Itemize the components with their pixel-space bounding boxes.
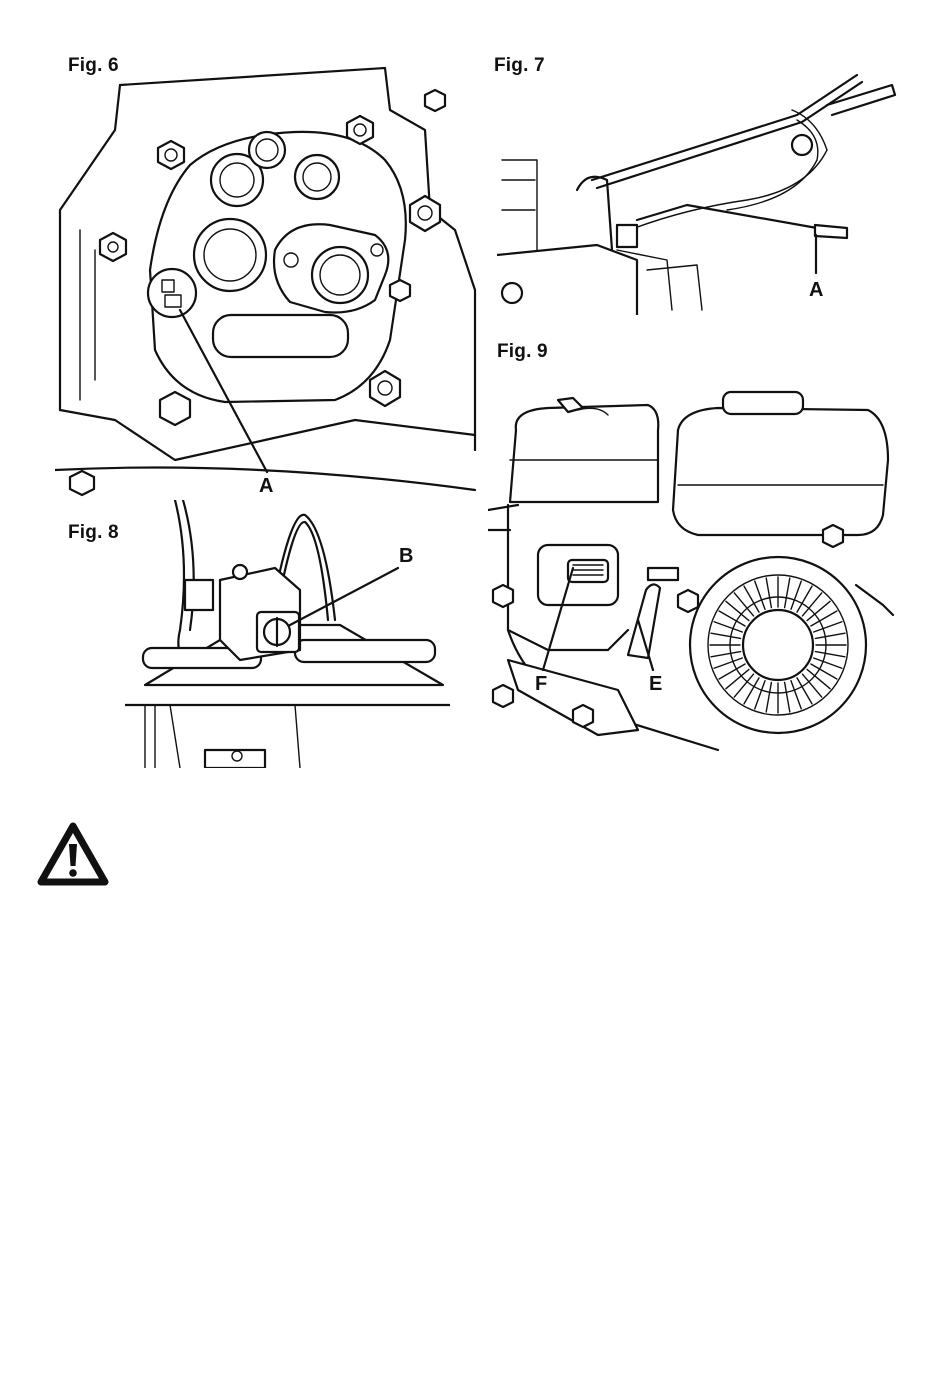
figure-6-callout-a: A	[259, 475, 273, 498]
figure-8-illustration	[125, 500, 450, 768]
figure-6-illustration	[55, 40, 480, 500]
figure-8	[125, 500, 450, 768]
figure-9-callout-f: F	[535, 673, 547, 696]
figure-9-illustration	[488, 390, 908, 770]
figure-7-title: Fig. 7	[494, 55, 545, 77]
figure-7-callout-a: A	[809, 279, 823, 302]
warning-triangle-icon	[37, 822, 109, 893]
figure-7-illustration	[497, 50, 897, 315]
figure-7	[497, 50, 897, 315]
figure-9-title: Fig. 9	[497, 341, 548, 363]
figure-9-callout-e: E	[649, 673, 662, 696]
figure-6	[55, 40, 480, 500]
figure-8-callout-b: B	[399, 545, 413, 568]
figure-6-title: Fig. 6	[68, 55, 119, 77]
figure-9	[488, 390, 908, 770]
figure-8-title: Fig. 8	[68, 522, 119, 544]
